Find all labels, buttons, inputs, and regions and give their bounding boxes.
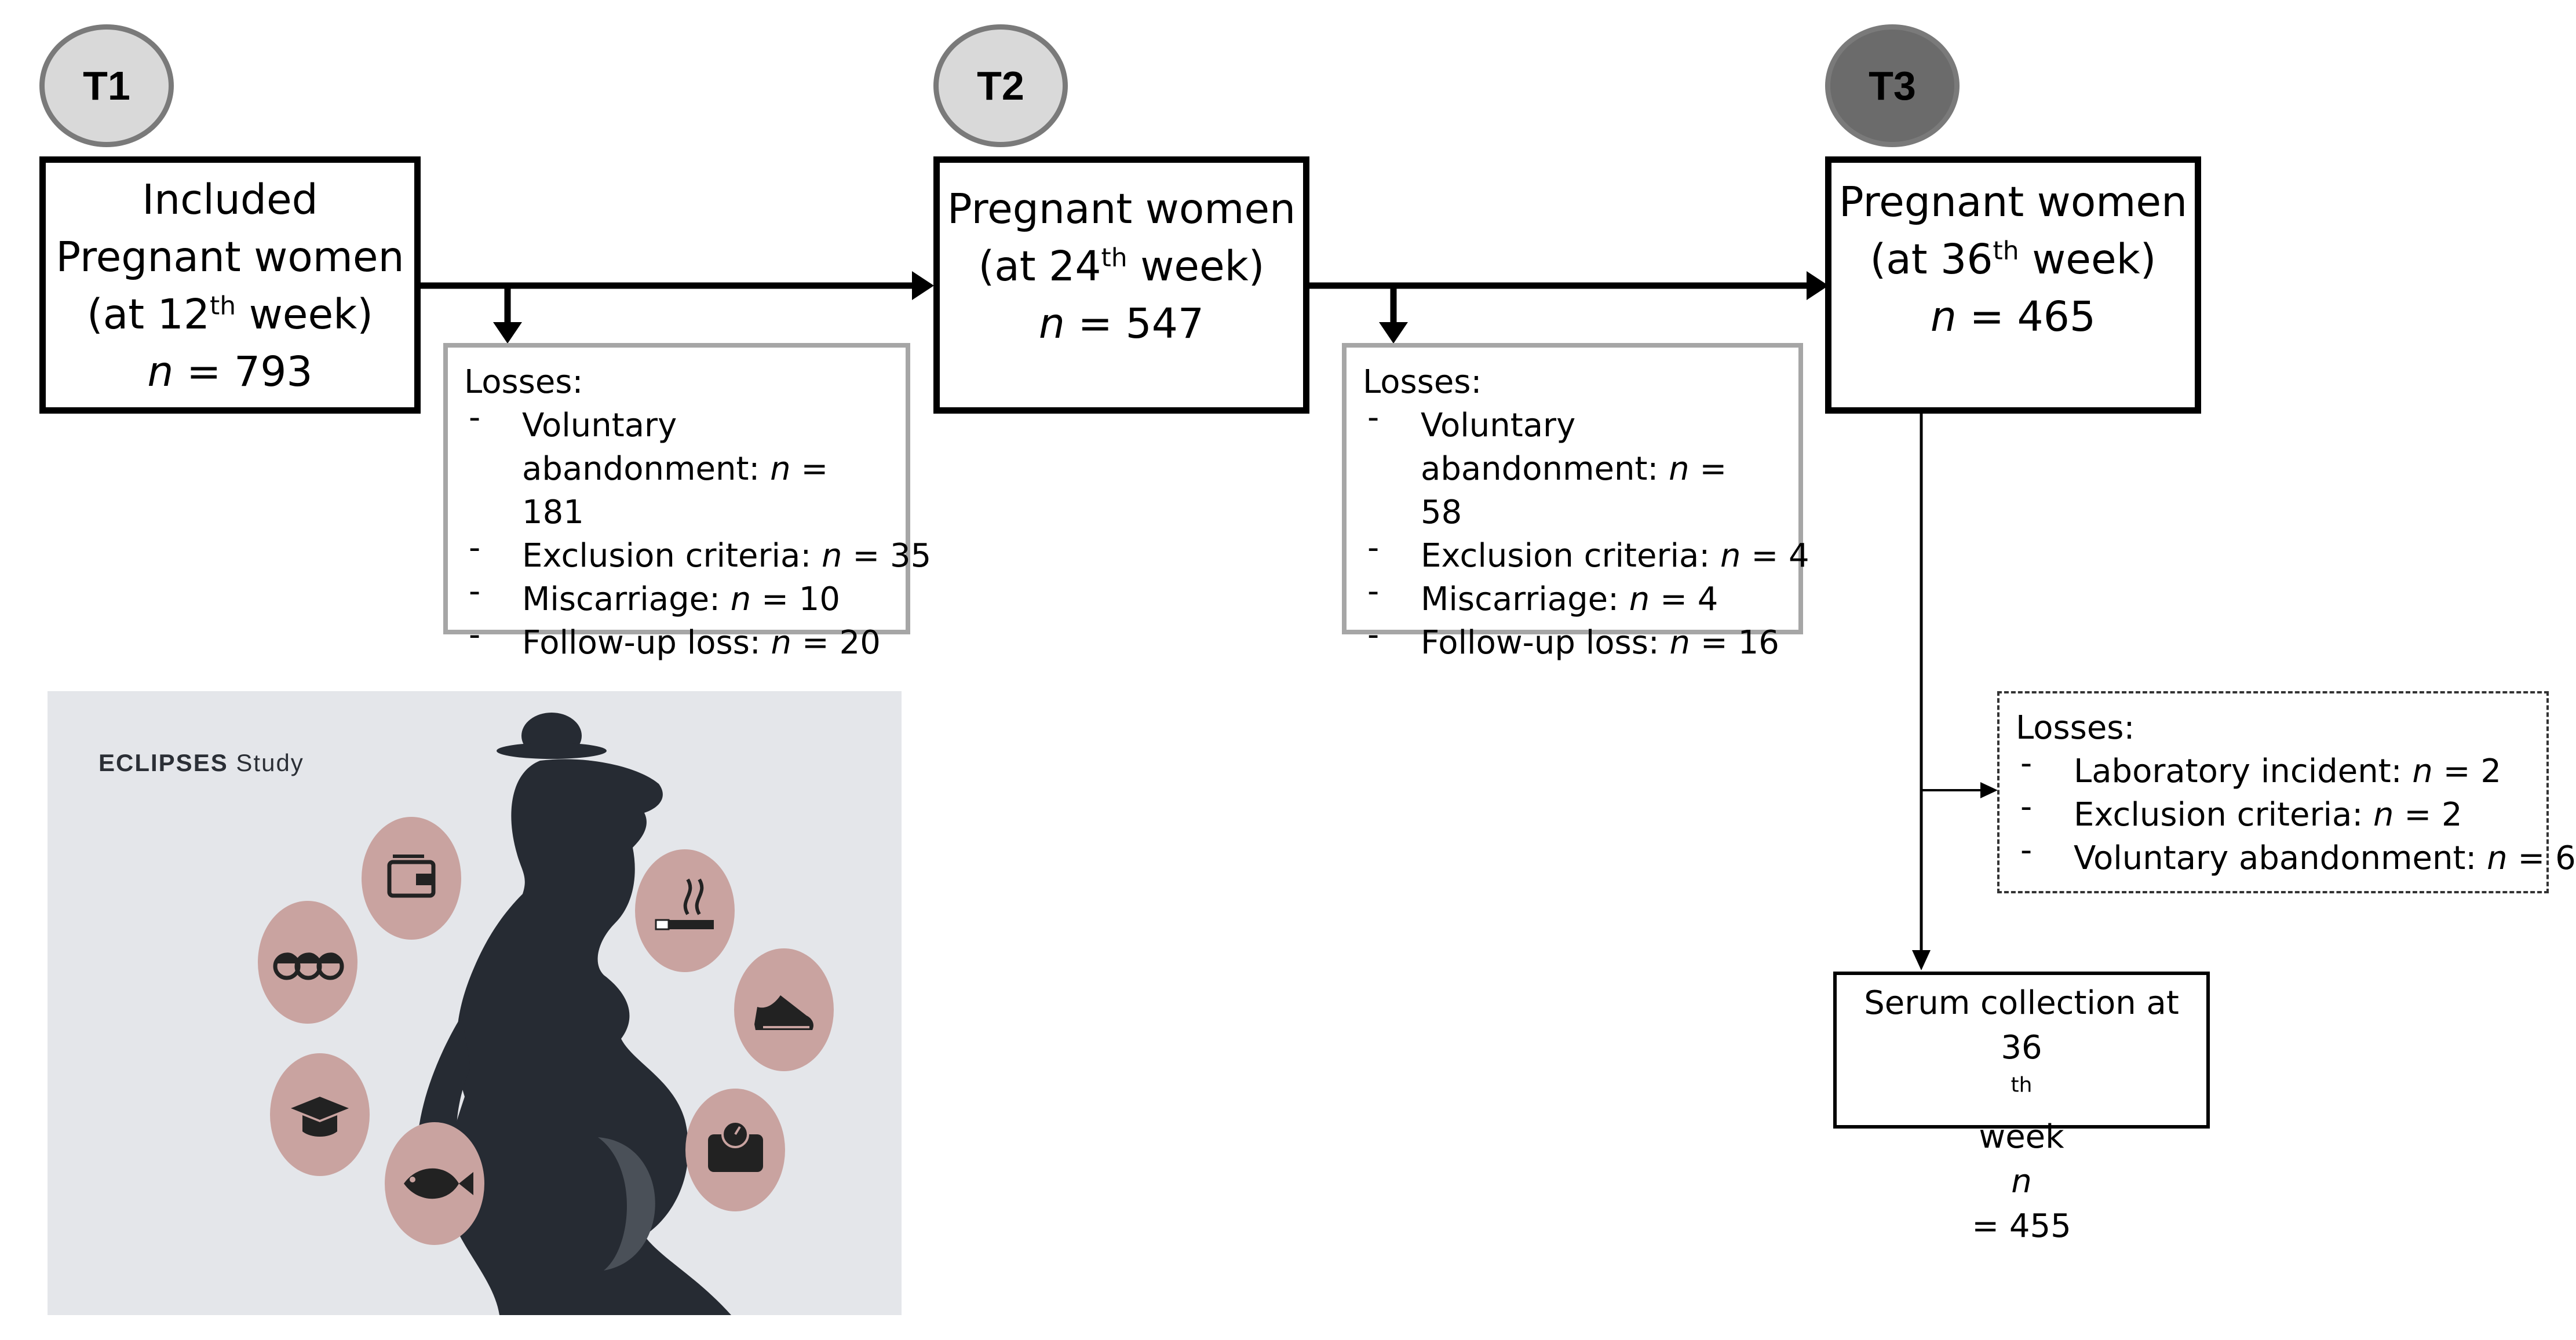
serum-line-1: Serum collection at <box>1864 984 2179 1022</box>
illustration-graphic: ECLIPSES Study <box>48 691 902 1315</box>
badge-t3: T3 <box>1825 24 1960 147</box>
stage-t1-week: (at 12th week) <box>87 290 373 338</box>
stage-t1-line-1: Included <box>142 176 318 224</box>
arrow-t1-t2-head <box>912 271 934 300</box>
graduation-cap-icon <box>270 1053 370 1176</box>
wallet-icon <box>362 817 461 940</box>
serum-n: n = 455 <box>1972 1163 2071 1245</box>
losses-title: Losses: <box>1363 363 1482 401</box>
loss-item: Follow-up loss: n = 16 <box>1363 613 1798 664</box>
loss-item: Miscarriage: n = 10 <box>464 569 906 621</box>
stage-t3-line-1: Pregnant women <box>1838 178 2188 226</box>
stage-t2-n: n = 547 <box>1038 300 1205 348</box>
loss-item: Follow-up loss: n = 20 <box>464 613 906 664</box>
stage-box-t1: Included Pregnant women (at 12th week) n… <box>39 156 421 414</box>
belly-shading <box>598 1137 655 1270</box>
stage-t3-week: (at 36th week) <box>1870 235 2157 283</box>
loss-item: Laboratory incident: n = 2 <box>2016 742 2546 793</box>
badge-t1: T1 <box>39 24 174 147</box>
fish-icon <box>385 1122 484 1245</box>
branch-t2-losses-head <box>1379 322 1408 344</box>
losses-title: Losses: <box>2016 709 2135 747</box>
study-illustration: ECLIPSES Study <box>48 691 902 1315</box>
weight-scale-icon <box>685 1089 785 1211</box>
stage-t2-week: (at 24th week) <box>978 242 1265 290</box>
losses-box-t2: Losses: Voluntary abandonment: n = 58 Ex… <box>1342 343 1809 662</box>
badge-t2: T2 <box>933 24 1068 147</box>
cigarette-icon <box>635 849 735 972</box>
stage-t2-line-1: Pregnant women <box>947 185 1296 233</box>
stage-box-t3: Pregnant women (at 36th week) n = 465 <box>1825 156 2201 414</box>
study-label: ECLIPSES Study <box>98 749 304 776</box>
loss-item: Voluntary abandonment: n = 6 <box>2016 828 2576 880</box>
loss-item: Exclusion criteria: n = 35 <box>464 526 931 578</box>
stage-box-t2: Pregnant women (at 24th week) n = 547 <box>933 156 1309 414</box>
losses-box-t3: Losses: Laboratory incident: n = 2 Exclu… <box>1997 691 2576 893</box>
arrow-t2-t3-head <box>1807 271 1829 300</box>
stage-t3-n: n = 465 <box>1930 293 2096 341</box>
branch-t3-losses-head <box>1980 782 1998 798</box>
arrow-t3-serum-head <box>1912 950 1931 970</box>
losses-title: Losses: <box>464 363 583 401</box>
sneaker-icon <box>734 948 834 1071</box>
stage-t1-line-2: Pregnant women <box>56 233 404 281</box>
family-icon <box>258 901 357 1024</box>
loss-item: Exclusion criteria: n = 4 <box>1363 526 1809 578</box>
loss-item: Voluntary abandonment: n = 58 <box>1363 396 1745 534</box>
loss-item: Miscarriage: n = 4 <box>1363 569 1798 621</box>
losses-box-t1: Losses: Voluntary abandonment: n = 181 E… <box>443 343 931 662</box>
loss-item: Voluntary abandonment: n = 181 <box>464 396 846 534</box>
branch-t1-losses-head <box>493 322 522 344</box>
loss-item: Exclusion criteria: n = 2 <box>2016 785 2546 837</box>
stage-t1-n: n = 793 <box>147 348 313 396</box>
